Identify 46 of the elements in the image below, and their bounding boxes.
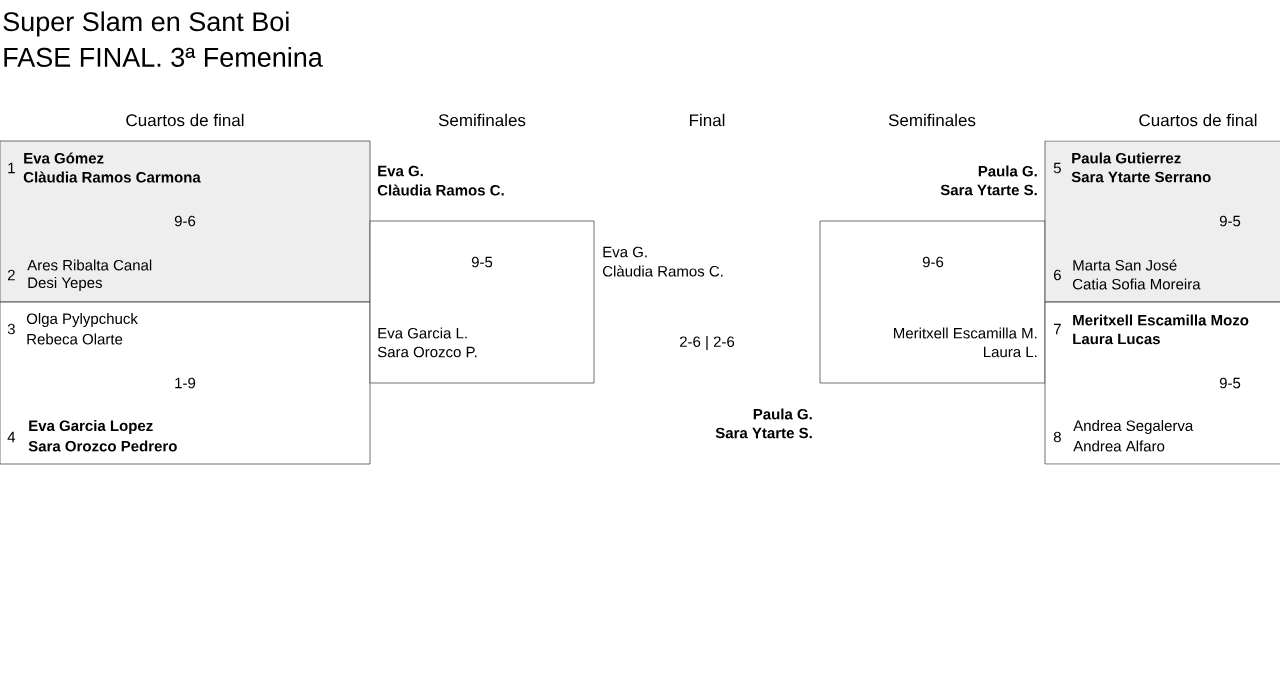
score: 9-5 xyxy=(1219,215,1241,227)
score: 9-5 xyxy=(471,256,493,268)
player-name: Eva Gómez xyxy=(24,152,104,164)
player-name: Paula G. xyxy=(978,165,1037,177)
player-name: Andrea Alfaro xyxy=(1073,440,1165,452)
player-name: Eva G. xyxy=(378,165,423,177)
seed-number: 3 xyxy=(7,323,15,335)
seed-number: 2 xyxy=(7,269,15,281)
seed-number: 6 xyxy=(1054,269,1061,281)
player-name: Paula G. xyxy=(753,408,812,420)
subtitle: FASE FINAL. 3ª Femenina xyxy=(4,47,323,67)
round-heading: Semifinales xyxy=(888,113,976,127)
player-name: Desi Yepes xyxy=(28,277,102,291)
player-name: Eva Garcia Lopez xyxy=(29,420,153,434)
player-name: Rebeca Olarte xyxy=(27,333,123,345)
round-heading: Semifinales xyxy=(438,113,526,127)
player-name: Sara Ytarte S. xyxy=(715,427,812,439)
title: Super Slam en Sant Boi xyxy=(3,11,289,37)
score: 2-6 | 2-6 xyxy=(679,336,735,351)
player-name: Laura L. xyxy=(984,346,1037,358)
player-name: Meritxell Escamilla M. xyxy=(894,327,1037,339)
player-name: Catia Sofia Moreira xyxy=(1073,278,1201,290)
round-heading: Final xyxy=(690,113,725,127)
player-name: Andrea Segalerva xyxy=(1073,420,1194,434)
player-name: Clàudia Ramos C. xyxy=(377,184,504,196)
score: 9-5 xyxy=(1219,377,1241,389)
player-name: Eva Garcia L. xyxy=(378,327,467,339)
score: 9-6 xyxy=(922,256,944,268)
seed-number: 7 xyxy=(1054,323,1061,335)
player-name: Sara Orozco Pedrero xyxy=(28,440,177,452)
player-name: Ares Ribalta Canal xyxy=(27,259,152,271)
seed-number: 5 xyxy=(1053,162,1061,174)
seed-number: 4 xyxy=(7,431,16,443)
score: 1-9 xyxy=(175,377,196,389)
player-name: Paula Gutierrez xyxy=(1072,152,1181,164)
player-name: Laura Lucas xyxy=(1073,333,1160,345)
player-name: Sara Ytarte S. xyxy=(940,184,1037,196)
seed-number: 8 xyxy=(1053,431,1061,443)
score: 9-6 xyxy=(174,215,196,227)
player-name: Marta San José xyxy=(1073,259,1177,271)
player-name: Clàudia Ramos Carmona xyxy=(23,171,201,183)
player-name: Sara Orozco P. xyxy=(377,346,477,358)
seed-number: 1 xyxy=(8,162,15,174)
player-name: Sara Ytarte Serrano xyxy=(1071,171,1211,183)
player-name: Meritxell Escamilla Mozo xyxy=(1073,314,1249,326)
player-name: Olga Pylypchuck xyxy=(26,313,138,327)
